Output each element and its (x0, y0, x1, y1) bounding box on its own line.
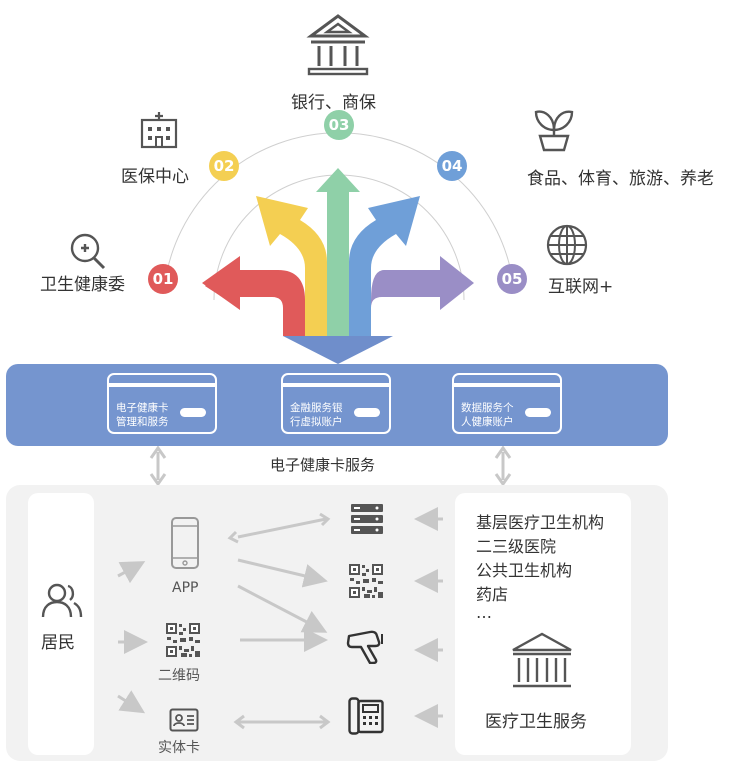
card-chip (525, 408, 551, 417)
band-label: 电子健康卡服务 (270, 456, 376, 474)
globe-icon (546, 224, 588, 266)
label-medical-insurance: 医保中心 (121, 167, 189, 187)
card-line2: 行虚拟账户 (290, 416, 343, 428)
institution-public-health: 公共卫生机构 (476, 561, 573, 580)
label-health-commission: 卫生健康委 (40, 275, 125, 295)
institution-hospital: 二三级医院 (476, 537, 557, 556)
barcode-scanner-icon (346, 630, 383, 664)
label-bank-insurance: 银行、商保 (291, 93, 376, 113)
card-stripe (283, 383, 389, 387)
badge-03: 03 (324, 110, 354, 140)
service-card-2[interactable]: 金融服务银 行虚拟账户 (281, 373, 391, 434)
channel-card: 实体卡 (158, 740, 200, 756)
bank-icon (306, 14, 370, 76)
channel-app: APP (172, 580, 199, 596)
medical-search-icon (70, 233, 106, 270)
arrow-blue (349, 196, 420, 336)
hospital-building-icon (140, 112, 178, 149)
institution-pharmacy: 药店 (476, 585, 509, 604)
resident-panel (28, 493, 94, 755)
arrow-yellow (256, 196, 327, 336)
card-stripe (109, 383, 215, 387)
card-line2: 人健康账户 (461, 416, 514, 428)
card-stripe (454, 383, 560, 387)
telephone-icon (348, 697, 384, 735)
resident-label: 居民 (41, 633, 75, 653)
card-chip (354, 408, 380, 417)
badge-04: 04 (437, 151, 467, 181)
medical-service-label: 医疗卫生服务 (485, 712, 587, 732)
id-card-icon[interactable] (169, 708, 199, 732)
card-line1: 电子健康卡 (116, 402, 169, 414)
institution-more: … (476, 603, 492, 622)
users-icon (41, 583, 83, 618)
badge-05: 05 (497, 264, 527, 294)
service-card-1[interactable]: 电子健康卡 管理和服务 (107, 373, 217, 434)
institution-panel (455, 493, 631, 755)
card-line2: 管理和服务 (116, 416, 169, 428)
channel-qr: 二维码 (158, 668, 200, 684)
badge-01: 01 (148, 264, 178, 294)
card-text: 电子健康卡 管理和服务 (116, 401, 169, 429)
card-line1: 数据服务个 (461, 402, 514, 414)
card-text: 数据服务个 人健康账户 (461, 401, 514, 429)
plant-icon (534, 110, 574, 152)
label-food-sports: 食品、体育、旅游、养老 (527, 169, 714, 189)
label-internet-plus: 互联网+ (548, 277, 614, 297)
card-line1: 金融服务银 (290, 402, 343, 414)
server-icon (351, 504, 383, 534)
card-chip (180, 408, 206, 417)
funnel-triangle (283, 336, 393, 364)
arrow-purple (371, 256, 474, 336)
smartphone-icon[interactable] (170, 516, 200, 570)
qr-code-icon (349, 564, 383, 598)
card-text: 金融服务银 行虚拟账户 (290, 401, 343, 429)
institution-primary: 基层医疗卫生机构 (476, 513, 605, 532)
service-card-3[interactable]: 数据服务个 人健康账户 (452, 373, 562, 434)
qr-code-icon[interactable] (165, 622, 201, 658)
badge-02: 02 (209, 151, 239, 181)
band-connectors (149, 445, 512, 487)
bank-icon (512, 632, 572, 688)
